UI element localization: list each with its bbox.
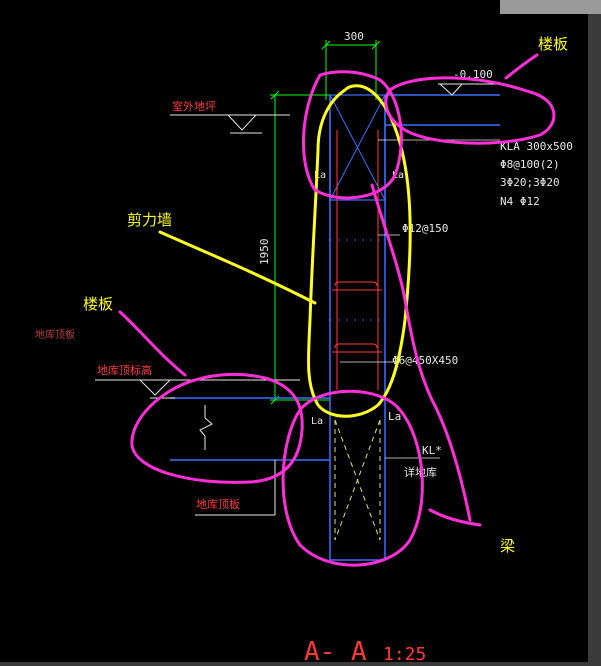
basement-roof-left-label: 地库顶板: [35, 328, 75, 341]
beam-trail: [370, 183, 472, 522]
section-title: A- A: [304, 637, 367, 666]
anchor-la-bottom-right: La: [388, 410, 401, 423]
basement-top-elev-label: 地库顶标高: [97, 363, 152, 377]
dim-width-label: 300: [344, 30, 364, 43]
beam-side-bars: N4 Φ12: [500, 195, 540, 208]
window-corner: [500, 0, 601, 14]
basement-top-slab-label: 地库顶板: [196, 497, 240, 511]
structure-lines: [95, 40, 500, 561]
top-slab-outline: [384, 76, 556, 145]
annotation-shear-wall: 剪力墙: [127, 211, 172, 229]
left-slab-pointer: [118, 310, 187, 377]
top-slab-pointer: [504, 53, 539, 80]
cad-labels: 300 1950 -0.100 室外地坪 KLA 300x500 Φ8@100(…: [35, 30, 573, 666]
outdoor-ground-label: 室外地坪: [172, 99, 216, 113]
shear-wall-pointer: [158, 230, 317, 305]
annotation-beam: 梁: [500, 537, 515, 555]
left-slab-outline: [130, 372, 304, 484]
beam-stirrup: Φ8@100(2): [500, 158, 560, 171]
annotation-floor-slab-top: 楼板: [538, 35, 568, 53]
markup-strokes: [118, 53, 556, 567]
markup-labels: 楼板 剪力墙 楼板 梁: [83, 35, 568, 555]
beam-pointer: [428, 508, 482, 527]
section-scale: 1:25: [383, 644, 426, 665]
anchor-la-bottom-left: La: [311, 416, 323, 427]
beam-tag: KLA 300x500: [500, 140, 573, 153]
kl-reference: KL*: [422, 444, 442, 457]
beam-below-outline: [281, 389, 424, 567]
beam-main-bars: 3Φ20;3Φ20: [500, 176, 560, 189]
wall-bar-label: Φ12@150: [402, 222, 448, 235]
annotation-floor-slab-left: 楼板: [83, 295, 113, 313]
drawing-area: [0, 0, 588, 662]
tie-bar-label: Φ6@450X450: [392, 354, 458, 367]
anchor-la-top-left: La: [314, 170, 326, 181]
top-beam-outline: [302, 70, 403, 200]
dim-height-label: 1950: [258, 239, 271, 266]
anchor-la-top-right: La: [392, 170, 404, 181]
